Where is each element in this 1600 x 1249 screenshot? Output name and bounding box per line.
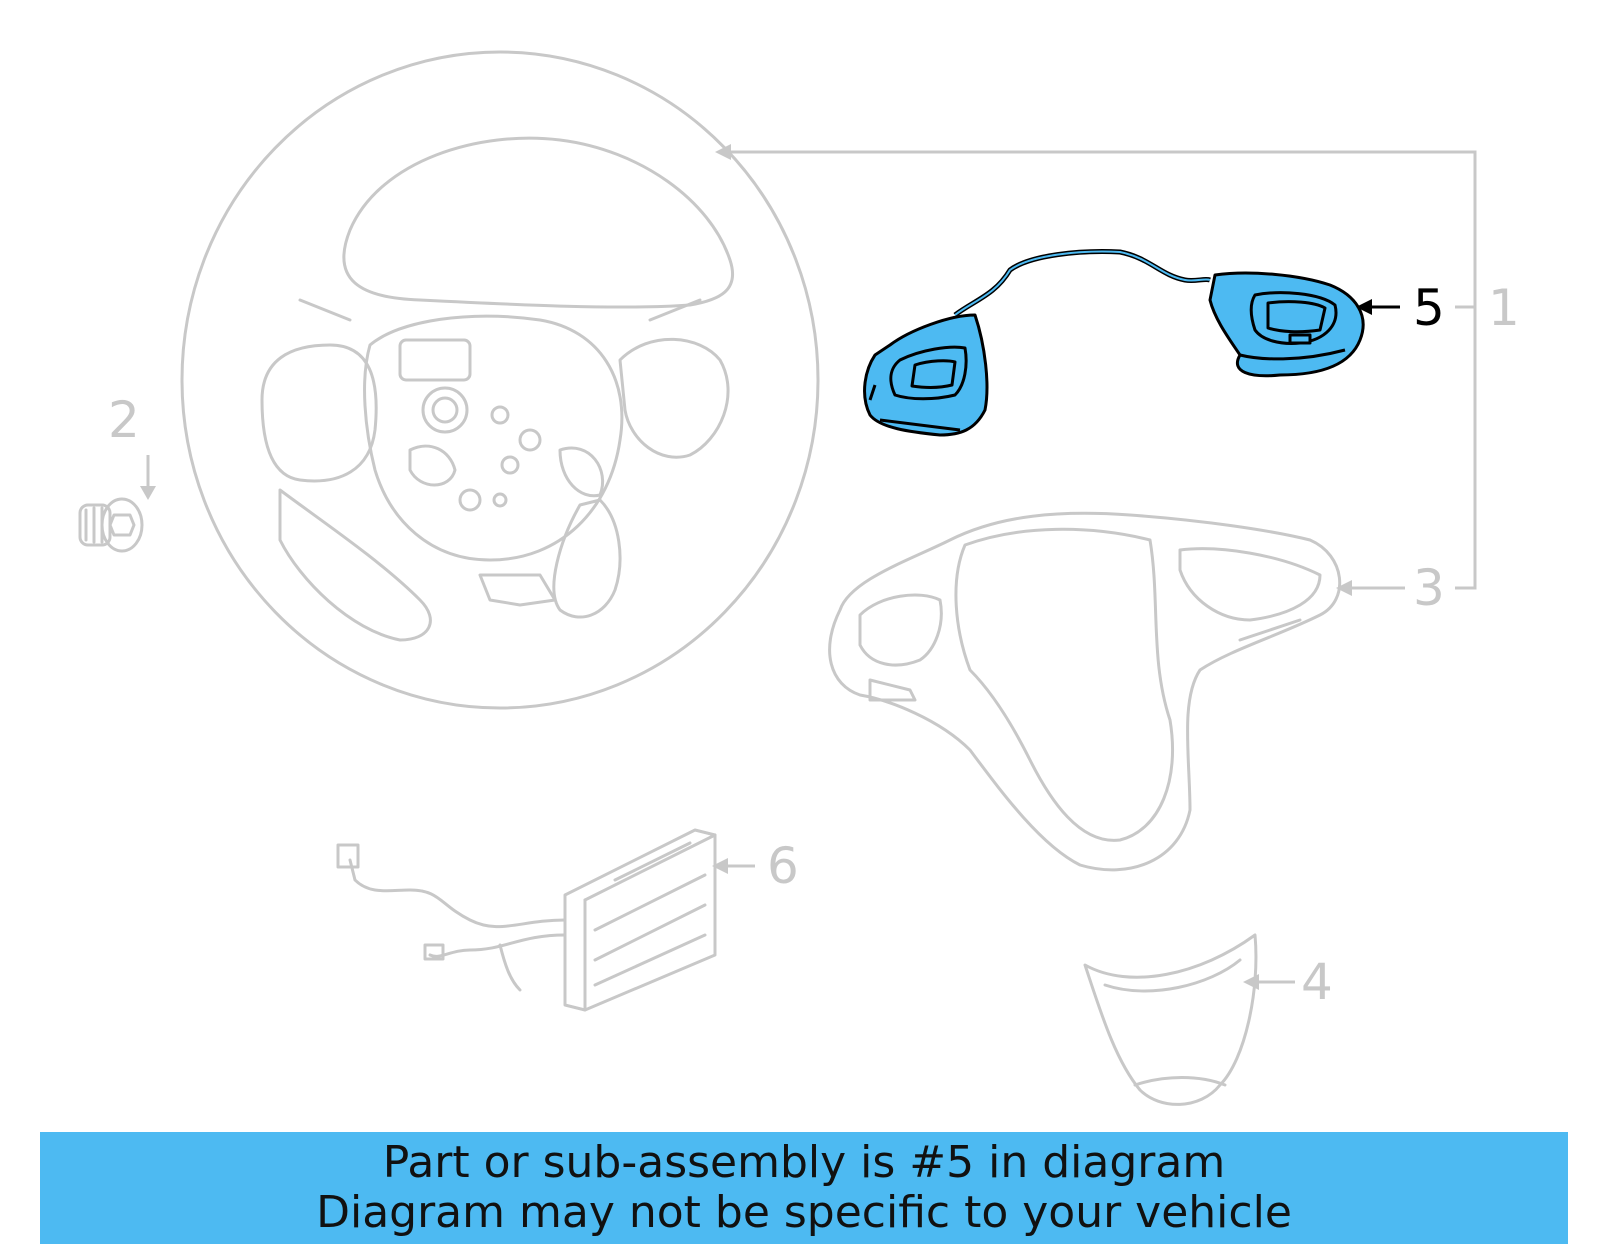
leader-part-5 [1356, 299, 1400, 315]
callout-3: 3 [1413, 559, 1445, 617]
leader-lines [146, 150, 1477, 984]
callout-1: 1 [1488, 279, 1520, 337]
callout-4: 4 [1301, 953, 1333, 1011]
callout-6: 6 [767, 837, 799, 895]
control-module-part-6 [336, 828, 717, 1012]
trim-bezel-part-3 [828, 511, 1342, 872]
steering-wheel-switch-part-5 [863, 249, 1365, 437]
info-banner: Part or sub-assembly is #5 in diagram Di… [40, 1132, 1568, 1244]
steering-wheel-part-1 [180, 50, 820, 710]
callout-2: 2 [108, 391, 140, 449]
callout-5: 5 [1413, 279, 1445, 337]
banner-line-disclaimer: Diagram may not be specific to your vehi… [316, 1187, 1292, 1238]
leader-arrowheads [140, 144, 1352, 990]
bolt-part-2 [78, 497, 144, 553]
banner-line-part-number: Part or sub-assembly is #5 in diagram [382, 1137, 1226, 1188]
lower-cover-part-4 [1083, 933, 1258, 1106]
